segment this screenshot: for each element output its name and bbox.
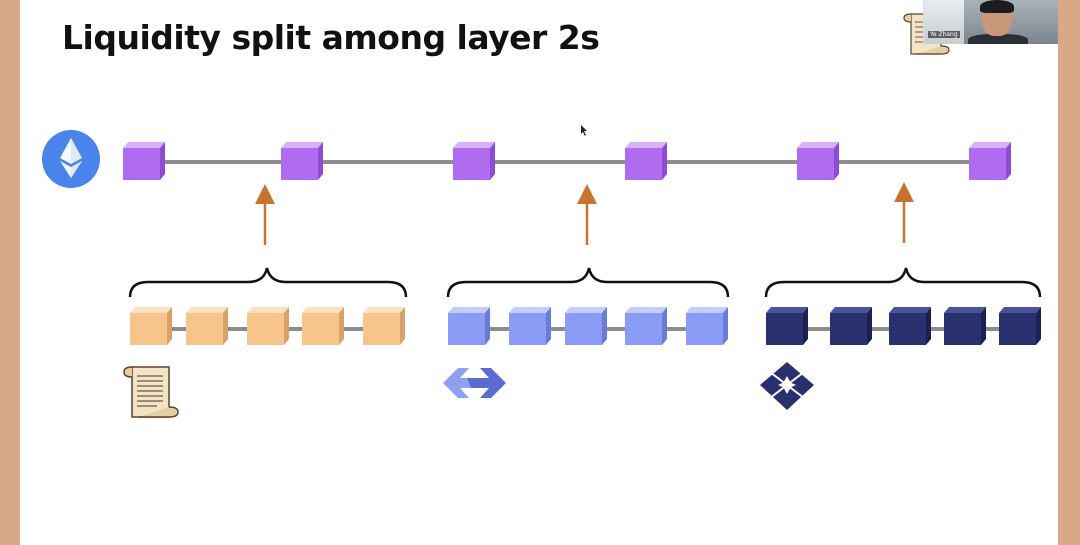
presentation-slide: Liquidity split among layer 2s	[20, 0, 1058, 545]
layer2-block	[889, 307, 931, 345]
layer2-block	[944, 307, 986, 345]
layer1-block	[123, 142, 165, 180]
layer1-block	[625, 142, 667, 180]
webcam-thumbnail[interactable]: Ye Zhang	[923, 0, 1058, 44]
layer2-block	[302, 307, 344, 345]
scroll-icon	[123, 366, 179, 418]
layer2-block	[565, 307, 607, 345]
layer1-block	[797, 142, 839, 180]
webcam-participant-body	[968, 34, 1028, 44]
slide-title: Liquidity split among layer 2s	[62, 18, 600, 57]
group-brace	[128, 267, 408, 298]
mouse-cursor	[581, 125, 587, 136]
layer2-block	[448, 307, 490, 345]
layer2-block	[766, 307, 808, 345]
group-brace	[764, 267, 1042, 298]
layer2-block	[186, 307, 228, 345]
liquidity-diagram	[42, 13, 1042, 418]
layer2-block	[999, 307, 1041, 345]
layer1-block	[453, 142, 495, 180]
layer2-block	[625, 307, 667, 345]
layer2-block	[247, 307, 289, 345]
layer2-block	[830, 307, 872, 345]
layer1-block	[281, 142, 323, 180]
layer2-chain-2	[448, 307, 728, 345]
layer1-chain	[123, 142, 1011, 180]
group-brace	[446, 267, 730, 298]
layer2-block	[686, 307, 728, 345]
layer2-chain-3	[766, 307, 1041, 345]
layer2-block	[130, 307, 172, 345]
webcam-participant-name: Ye Zhang	[928, 31, 960, 38]
layer2-block	[509, 307, 551, 345]
webcam-participant-hair	[980, 0, 1014, 13]
layer2-chain-1	[130, 307, 405, 345]
layer2-block	[363, 307, 405, 345]
layer1-block	[969, 142, 1011, 180]
diamond-logo-icon	[760, 362, 814, 410]
swap-arrows-icon	[443, 368, 506, 398]
ethereum-logo-icon	[42, 130, 100, 188]
